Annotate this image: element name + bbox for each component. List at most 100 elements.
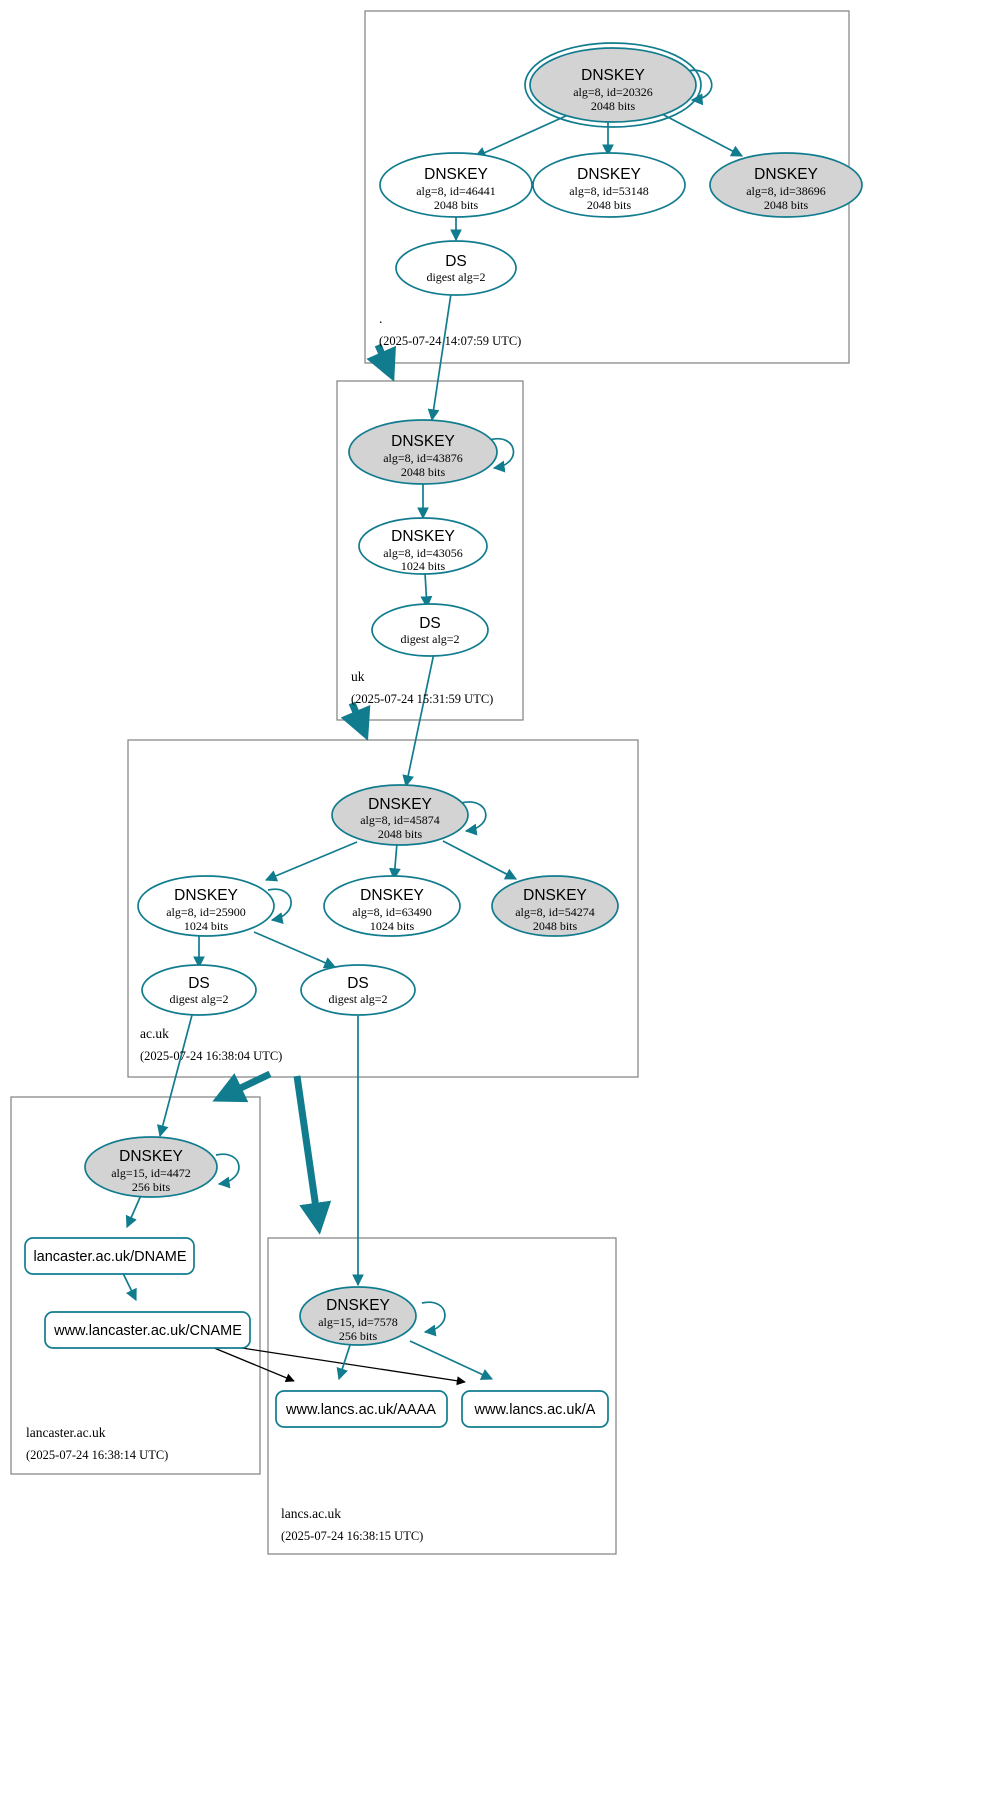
edge-lancs-ksk-to-a — [409, 1340, 494, 1380]
node-lancaster-ksk-4472[interactable]: DNSKEY alg=15, id=4472 256 bits — [84, 1136, 218, 1198]
edge-root-ksk-to-38696 — [661, 113, 744, 157]
node-line3: 2048 bits — [533, 919, 578, 933]
node-line3: 2048 bits — [764, 198, 809, 212]
edge-acuk-25900-selfsign — [267, 888, 292, 924]
edge-cname-to-aaaa — [206, 1344, 295, 1383]
edge-uk-ksk-selfsign — [488, 437, 515, 473]
node-root-ksk-20326[interactable]: DNSKEY alg=8, id=20326 2048 bits — [524, 42, 702, 128]
zone-timestamp-root: (2025-07-24 14:07:59 UTC) — [379, 334, 521, 348]
node-title: DNSKEY — [391, 528, 455, 545]
node-uk-ds[interactable]: DS digest alg=2 — [371, 603, 489, 657]
node-root-ds[interactable]: DS digest alg=2 — [395, 240, 517, 296]
rrset-label: lancaster.ac.uk/DNAME — [33, 1249, 186, 1265]
node-line3: 2048 bits — [434, 198, 479, 212]
zone-label-lancs: lancs.ac.uk — [281, 1506, 341, 1521]
node-lancs-aaaa-rrset[interactable]: www.lancs.ac.uk/AAAA — [275, 1390, 448, 1428]
node-line2: alg=8, id=45874 — [360, 813, 440, 827]
node-line3: 2048 bits — [401, 465, 446, 479]
edge-acuk-ksk-to-25900 — [264, 841, 358, 882]
node-line2: alg=15, id=7578 — [318, 1315, 398, 1329]
rrset-label: www.lancs.ac.uk/AAAA — [285, 1402, 436, 1418]
node-line2: alg=8, id=46441 — [416, 184, 496, 198]
node-line3: 1024 bits — [184, 919, 229, 933]
node-title: DNSKEY — [424, 166, 488, 183]
edge-root-ksk-to-46441 — [473, 114, 569, 159]
node-acuk-ds-lancaster[interactable]: DS digest alg=2 — [141, 964, 257, 1016]
node-title: DNSKEY — [523, 887, 587, 904]
node-acuk-dnskey-63490[interactable]: DNSKEY alg=8, id=63490 1024 bits — [323, 875, 461, 937]
node-acuk-dnskey-54274[interactable]: DNSKEY alg=8, id=54274 2048 bits — [491, 875, 619, 937]
node-line2: digest alg=2 — [400, 632, 459, 646]
zone-timestamp-lancaster: (2025-07-24 16:38:14 UTC) — [26, 1448, 168, 1462]
node-title: DS — [347, 975, 369, 992]
zone-box-lancaster — [10, 1096, 261, 1475]
node-root-dnskey-53148[interactable]: DNSKEY alg=8, id=53148 2048 bits — [532, 152, 686, 218]
node-line2: alg=8, id=53148 — [569, 184, 649, 198]
rrset-label: www.lancs.ac.uk/A — [474, 1402, 596, 1418]
node-line3: 1024 bits — [370, 919, 415, 933]
node-line2: alg=8, id=43056 — [383, 546, 463, 560]
node-title: DNSKEY — [326, 1297, 390, 1314]
node-title: DS — [419, 615, 441, 632]
node-line3: 1024 bits — [401, 559, 446, 573]
node-line3: 2048 bits — [378, 827, 423, 841]
zone-box-uk — [336, 380, 524, 721]
zone-timestamp-lancs: (2025-07-24 16:38:15 UTC) — [281, 1529, 423, 1543]
edge-root-ds-to-uk-ksk — [427, 286, 453, 422]
node-title: DNSKEY — [368, 796, 432, 813]
zone-label-uk: uk — [351, 669, 365, 684]
edge-uk-zone-to-acuk-zone — [340, 701, 371, 741]
node-line2: digest alg=2 — [426, 270, 485, 284]
edge-lancs-ksk-to-aaaa — [336, 1344, 351, 1381]
node-line2: digest alg=2 — [328, 992, 387, 1006]
zone-label-lancaster: lancaster.ac.uk — [26, 1425, 106, 1440]
node-lancs-ksk-7578[interactable]: DNSKEY alg=15, id=7578 256 bits — [299, 1286, 417, 1346]
node-acuk-ksk-45874[interactable]: DNSKEY alg=8, id=45874 2048 bits — [331, 784, 469, 846]
node-root-dnskey-38696[interactable]: DNSKEY alg=8, id=38696 2048 bits — [709, 152, 863, 218]
node-lancaster-dname-rrset[interactable]: lancaster.ac.uk/DNAME — [24, 1237, 195, 1275]
node-line2: alg=8, id=25900 — [166, 905, 246, 919]
node-line2: alg=8, id=38696 — [746, 184, 826, 198]
edge-root-zone-to-uk-zone — [366, 343, 396, 382]
edge-acuk-ds1-to-lancaster-ksk — [156, 1014, 193, 1138]
node-line3: 2048 bits — [591, 99, 636, 113]
node-line3: 256 bits — [132, 1180, 171, 1194]
node-line2: alg=8, id=63490 — [352, 905, 432, 919]
node-title: DNSKEY — [360, 887, 424, 904]
node-title: DNSKEY — [391, 433, 455, 450]
node-line2: alg=8, id=20326 — [573, 85, 653, 99]
node-title: DNSKEY — [174, 887, 238, 904]
zone-timestamp-uk: (2025-07-24 15:31:59 UTC) — [351, 692, 493, 706]
node-title: DS — [188, 975, 210, 992]
zone-box-acuk — [127, 739, 639, 1078]
node-lancaster-cname-rrset[interactable]: www.lancaster.ac.uk/CNAME — [44, 1311, 251, 1349]
edge-lancaster-ksk-to-dname — [125, 1192, 143, 1229]
edge-lancs-ksk-selfsign — [421, 1301, 446, 1337]
node-title: DS — [445, 253, 467, 270]
edge-acuk-zone-to-lancs-zone — [293, 1075, 332, 1235]
node-uk-dnskey-43056[interactable]: DNSKEY alg=8, id=43056 1024 bits — [358, 517, 488, 575]
node-title: DNSKEY — [581, 67, 645, 84]
edge-lancaster-ksk-selfsign — [215, 1153, 240, 1189]
node-line3: 2048 bits — [587, 198, 632, 212]
zone-timestamp-acuk: (2025-07-24 16:38:04 UTC) — [140, 1049, 282, 1063]
node-line3: 256 bits — [339, 1329, 378, 1343]
node-line2: alg=8, id=43876 — [383, 451, 463, 465]
edge-acuk-zone-to-lancaster-zone — [212, 1070, 272, 1103]
zone-label-acuk: ac.uk — [140, 1026, 169, 1041]
node-uk-ksk-43876[interactable]: DNSKEY alg=8, id=43876 2048 bits — [348, 419, 498, 485]
node-acuk-ds-lancs[interactable]: DS digest alg=2 — [300, 964, 416, 1016]
edge-acuk-ksk-to-63490 — [388, 842, 401, 881]
node-title: DNSKEY — [754, 166, 818, 183]
edge-cname-to-a — [208, 1342, 466, 1386]
node-root-dnskey-46441[interactable]: DNSKEY alg=8, id=46441 2048 bits — [379, 152, 533, 218]
edge-acuk-ksk-selfsign — [460, 801, 487, 836]
node-lancs-a-rrset[interactable]: www.lancs.ac.uk/A — [461, 1390, 609, 1428]
node-line2: alg=15, id=4472 — [111, 1166, 191, 1180]
node-acuk-dnskey-25900[interactable]: DNSKEY alg=8, id=25900 1024 bits — [137, 875, 275, 937]
edge-uk-ds-to-acuk-ksk — [402, 652, 435, 788]
node-line2: alg=8, id=54274 — [515, 905, 595, 919]
edge-root-ksk-selfsign — [683, 69, 713, 106]
node-title: DNSKEY — [119, 1148, 183, 1165]
